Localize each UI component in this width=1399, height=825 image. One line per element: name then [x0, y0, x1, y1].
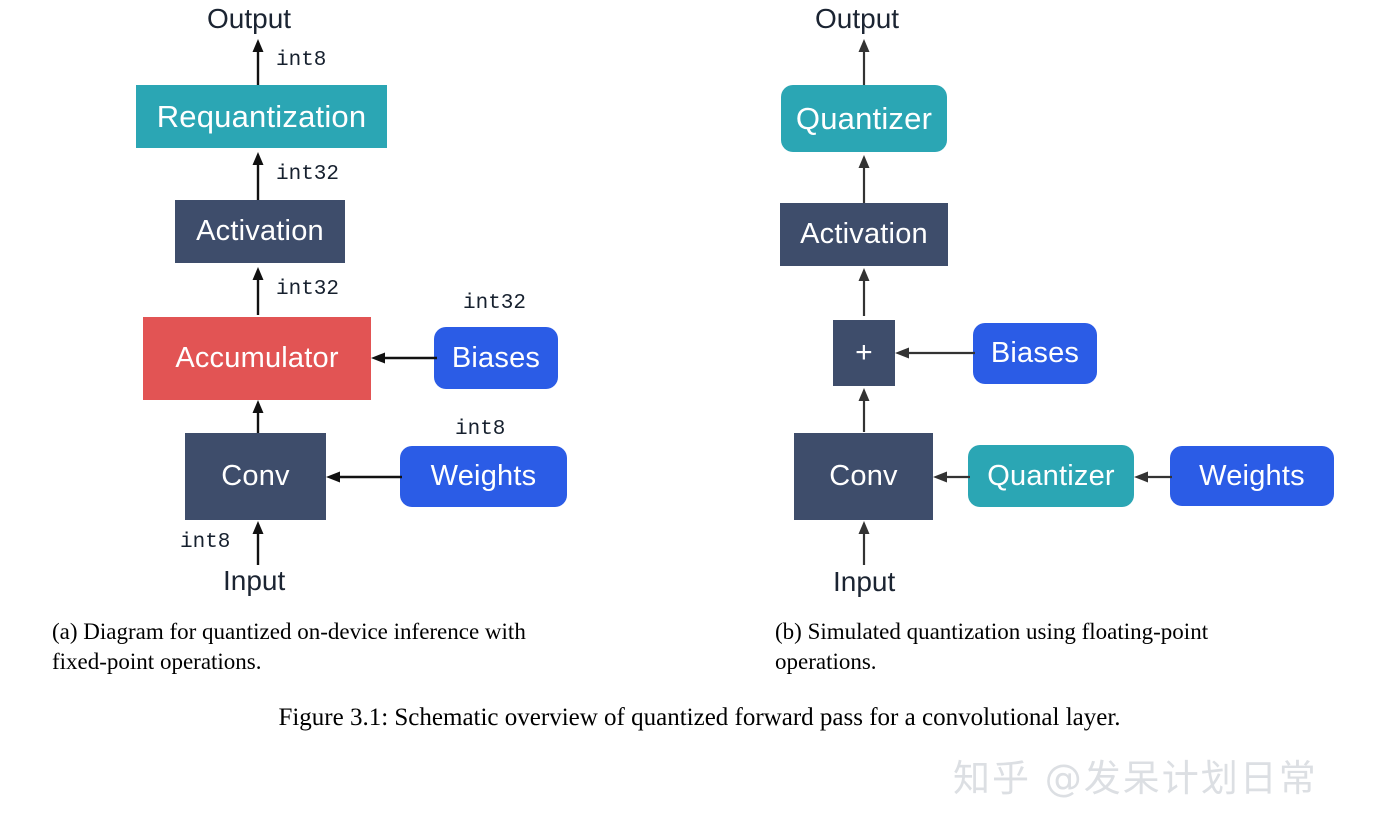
panel-b-node-conv[interactable]: Conv: [794, 433, 933, 520]
panel-a-output-label: Output: [207, 3, 292, 34]
panel-b-arrow-quantizer-to-output: [854, 39, 874, 87]
panel-a-arrow-accumulator-to-activation: [248, 267, 268, 315]
panel-a-input-label: Input: [223, 565, 286, 596]
panel-a-node-biases[interactable]: Biases: [434, 327, 558, 389]
panel-a-label-int8-input: int8: [180, 531, 231, 554]
panel-b-node-biases[interactable]: Biases: [973, 323, 1097, 384]
panel-a-node-accumulator[interactable]: Accumulator: [143, 317, 371, 400]
zhihu-watermark: 知乎 @发呆计划日常: [953, 757, 1318, 800]
panel-a-caption-line1: (a) Diagram for quantized on-device infe…: [52, 619, 526, 644]
panel-b-arrow-quantizer-to-conv: [933, 467, 970, 487]
panel-a-arrow-conv-to-accumulator: [248, 400, 268, 435]
panel-a-label-int8-output: int8: [276, 49, 327, 72]
panel-b-node-quantizer-weights[interactable]: Quantizer: [968, 445, 1134, 507]
panel-a-label-int32-activation-in: int32: [276, 278, 340, 301]
panel-a-arrow-requant-to-output: [248, 39, 268, 87]
panel-b-arrow-activation-to-quantizer: [854, 155, 874, 204]
panel-a-caption: (a) Diagram for quantized on-device infe…: [52, 617, 692, 678]
panel-a-arrow-weights-to-conv: [326, 467, 402, 487]
panel-a-node-conv[interactable]: Conv: [185, 433, 326, 520]
panel-a-arrow-input-to-conv: [248, 521, 268, 565]
panel-b-caption: (b) Simulated quantization using floatin…: [775, 617, 1375, 678]
panel-b-caption-line2: operations.: [775, 649, 877, 675]
panel-b-input-label: Input: [833, 566, 896, 597]
panel-a-arrow-activation-to-requant: [248, 152, 268, 200]
panel-b-node-activation[interactable]: Activation: [780, 203, 948, 266]
panel-b-caption-line1: (b) Simulated quantization using floatin…: [775, 619, 1209, 644]
panel-b-arrow-biases-to-adder: [895, 343, 975, 363]
panel-a-label-int32-requant-in: int32: [276, 163, 340, 186]
panel-b-arrow-input-to-conv: [854, 521, 874, 565]
figure-caption: Figure 3.1: Schematic overview of quanti…: [278, 704, 1121, 731]
panel-a-label-int32-biases: int32: [463, 292, 527, 315]
panel-b-arrow-adder-to-activation: [854, 268, 874, 316]
panel-a-node-requantization[interactable]: Requantization: [136, 85, 387, 148]
panel-b-node-adder[interactable]: +: [833, 320, 895, 386]
panel-a-arrow-biases-to-accumulator: [371, 348, 437, 368]
panel-b-node-quantizer-output[interactable]: Quantizer: [781, 85, 947, 152]
panel-b-output-label: Output: [815, 3, 900, 34]
panel-b-arrow-weights-to-quantizer: [1134, 467, 1172, 487]
panel-a-node-weights[interactable]: Weights: [400, 446, 567, 507]
panel-a-caption-line2: fixed-point operations.: [52, 649, 262, 675]
panel-b-node-weights[interactable]: Weights: [1170, 446, 1334, 506]
panel-a-label-int8-weights: int8: [455, 418, 506, 441]
panel-b-arrow-conv-to-adder: [854, 388, 874, 432]
panel-a-node-activation[interactable]: Activation: [175, 200, 345, 263]
